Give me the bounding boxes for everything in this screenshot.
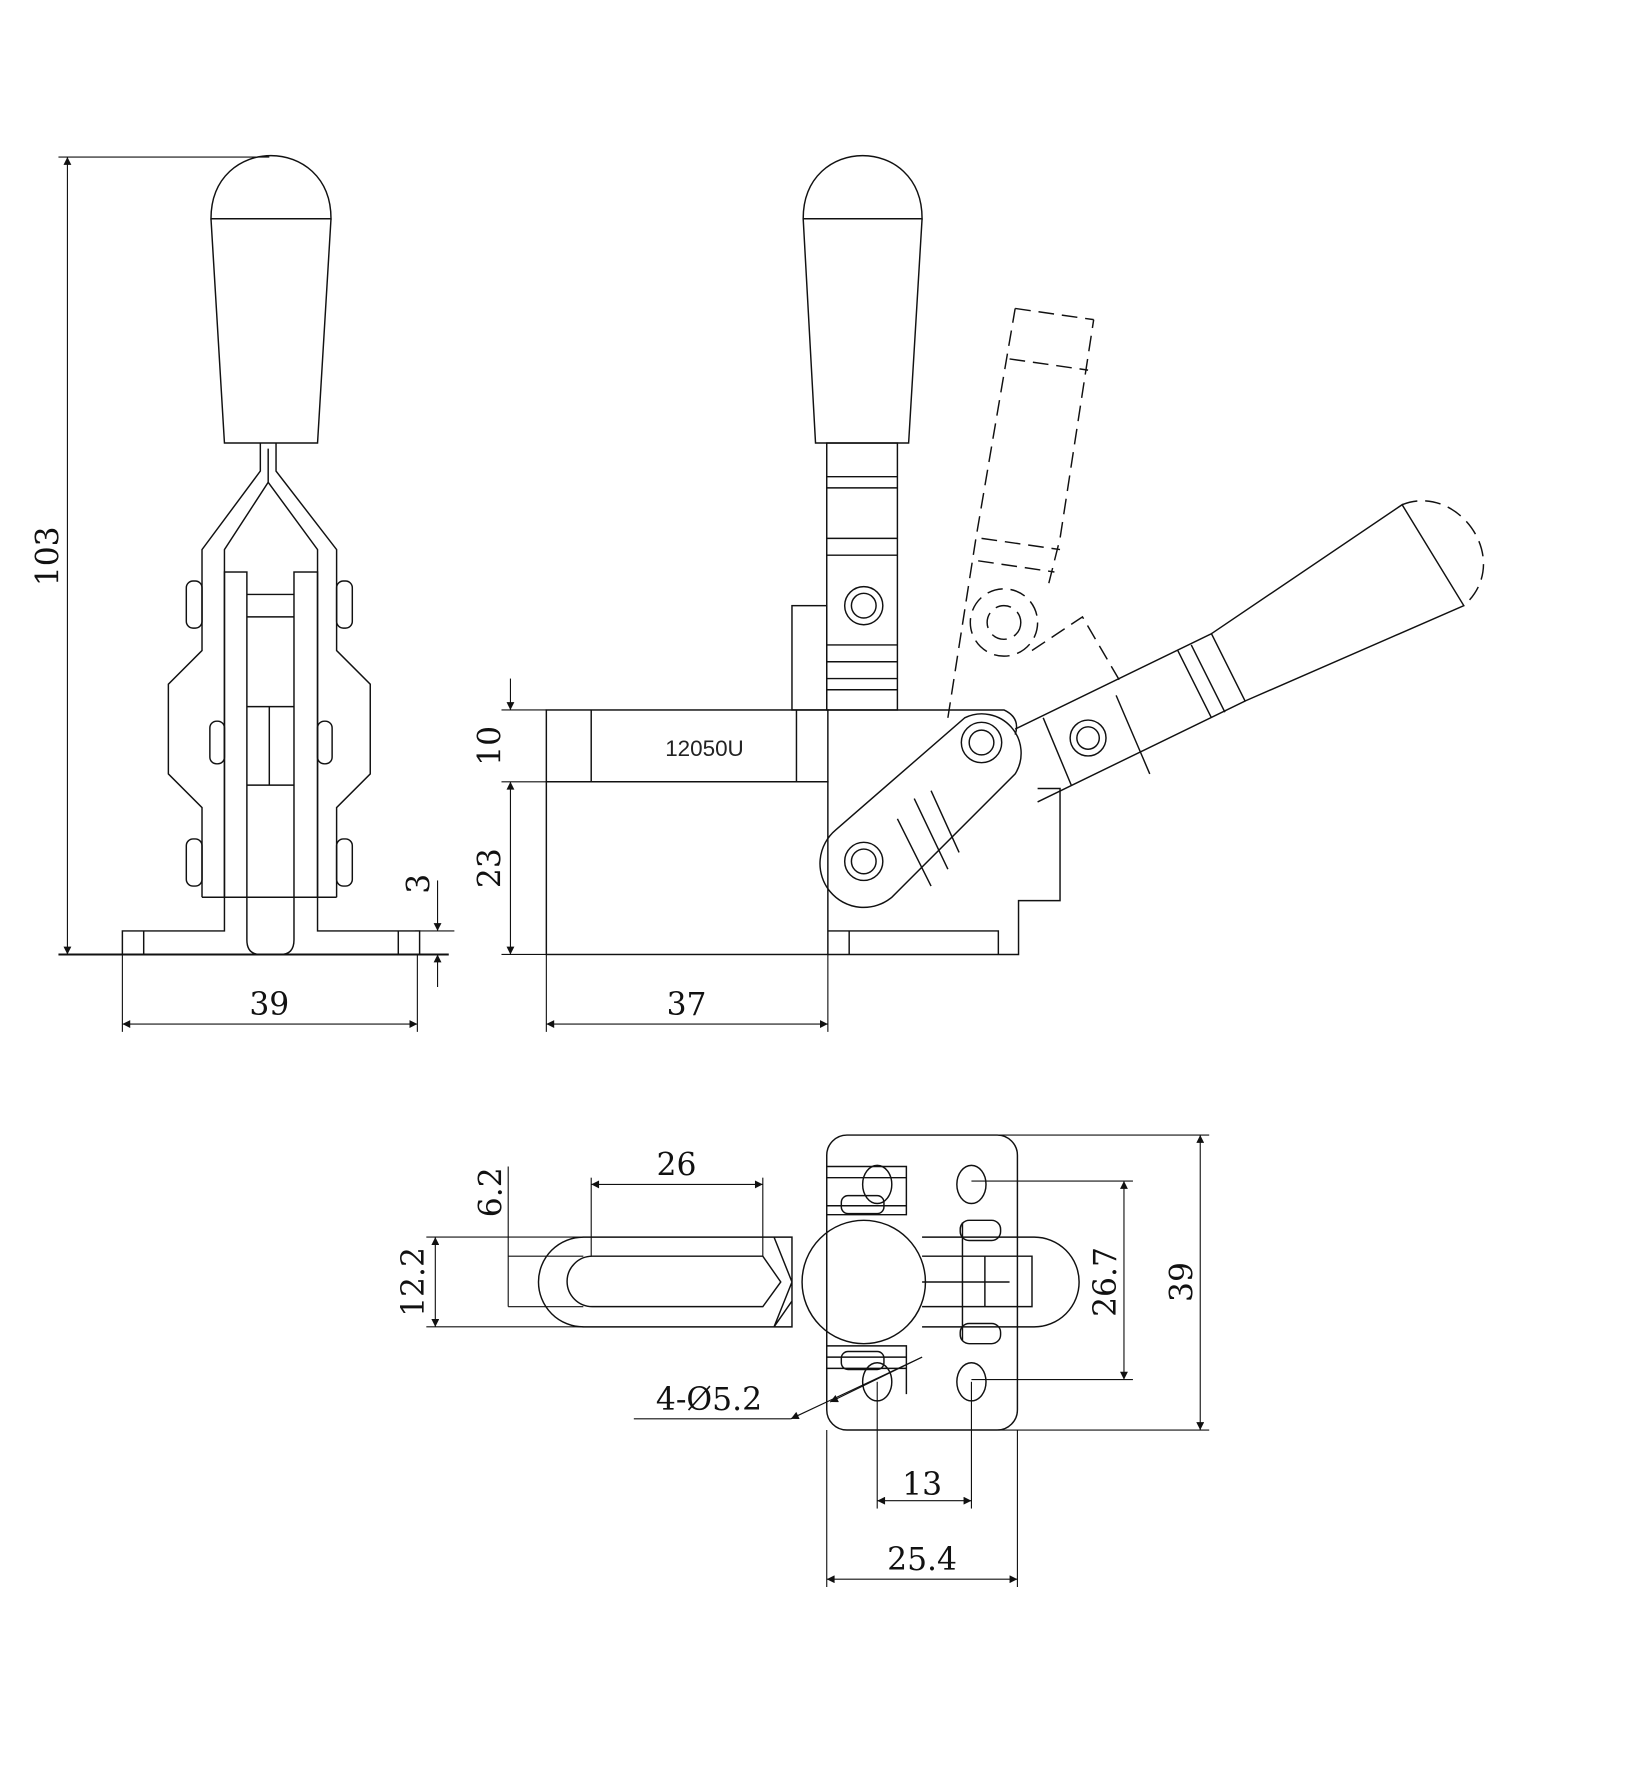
front-pin-head: [209, 720, 226, 765]
side-handle-open: [1014, 500, 1485, 803]
dim-base-length-side-label: 37: [667, 987, 707, 1023]
front-pin-head: [316, 720, 333, 765]
dim-hole-leader: [829, 1356, 923, 1403]
side-link-arm: [819, 713, 1022, 909]
dim-hole-spacing-x-label: 13: [902, 1467, 942, 1503]
dim-body-top-height-label: 10: [472, 726, 508, 766]
dim-hole-spec-label: 4-Ø5.2: [656, 1382, 762, 1418]
top-pivot-boss: [801, 1219, 927, 1345]
side-spacer: [791, 604, 828, 711]
front-side-plate-left: [223, 571, 248, 899]
front-cross-pins: [246, 593, 294, 786]
side-knob: [802, 155, 923, 220]
front-lever-arms: [167, 443, 371, 898]
side-pivot-pin-inner: [850, 592, 877, 619]
top-pin: [959, 1219, 1002, 1242]
top-base-plate: [826, 1134, 1019, 1431]
side-shaft-lines: [826, 475, 898, 691]
top-side-rails: [826, 1165, 908, 1395]
side-body-lines: [590, 709, 798, 782]
dim-base-width-front-label: 39: [249, 987, 289, 1023]
top-handle-slot: [922, 1222, 1080, 1341]
top-pin: [959, 1322, 1002, 1345]
side-pivot-pin: [843, 585, 884, 626]
front-knob: [210, 155, 332, 220]
dim-body-lower-height-label: 23: [472, 848, 508, 888]
dim-base-thickness-label: 3: [402, 874, 438, 894]
side-handle-dashed: [947, 307, 1123, 718]
side-handle-grip: [802, 218, 923, 444]
front-pin-head: [185, 580, 203, 629]
mount-hole: [956, 1164, 987, 1205]
side-view: 12050U: [472, 155, 1485, 1032]
top-clamp-arm: [537, 1236, 793, 1328]
front-base-feet: [121, 896, 421, 956]
dim-arm-width-label: 12.2: [396, 1247, 432, 1317]
top-arm-slot: [566, 1255, 782, 1308]
part-number-label: 12050U: [665, 736, 744, 761]
front-view: 103 39 3: [30, 155, 455, 1032]
front-handle-grip: [210, 218, 332, 444]
top-pin: [840, 1350, 885, 1371]
dim-slot-width-label: 6.2: [473, 1167, 509, 1217]
dim-plate-width-label: 25.4: [887, 1542, 957, 1578]
front-pin-head: [335, 838, 354, 887]
dim-slot-length-label: 26: [656, 1147, 696, 1183]
mount-hole: [861, 1164, 893, 1205]
dim-plate-length-label: 39: [1164, 1262, 1200, 1302]
top-view: 26 6.2 12.2 4-Ø5.2 13 25.4 26.7 39: [396, 1134, 1210, 1588]
side-base-bracket: [827, 709, 1061, 956]
side-lever-shaft: [826, 442, 899, 711]
side-body-lower: [545, 781, 829, 956]
front-pin-head: [335, 580, 354, 629]
front-pin-head: [185, 838, 203, 887]
front-side-plate-right: [293, 571, 319, 899]
dim-hole-spacing-y-label: 26.7: [1088, 1247, 1124, 1317]
dim-overall-height-label: 103: [30, 526, 66, 586]
top-pin: [840, 1194, 885, 1215]
